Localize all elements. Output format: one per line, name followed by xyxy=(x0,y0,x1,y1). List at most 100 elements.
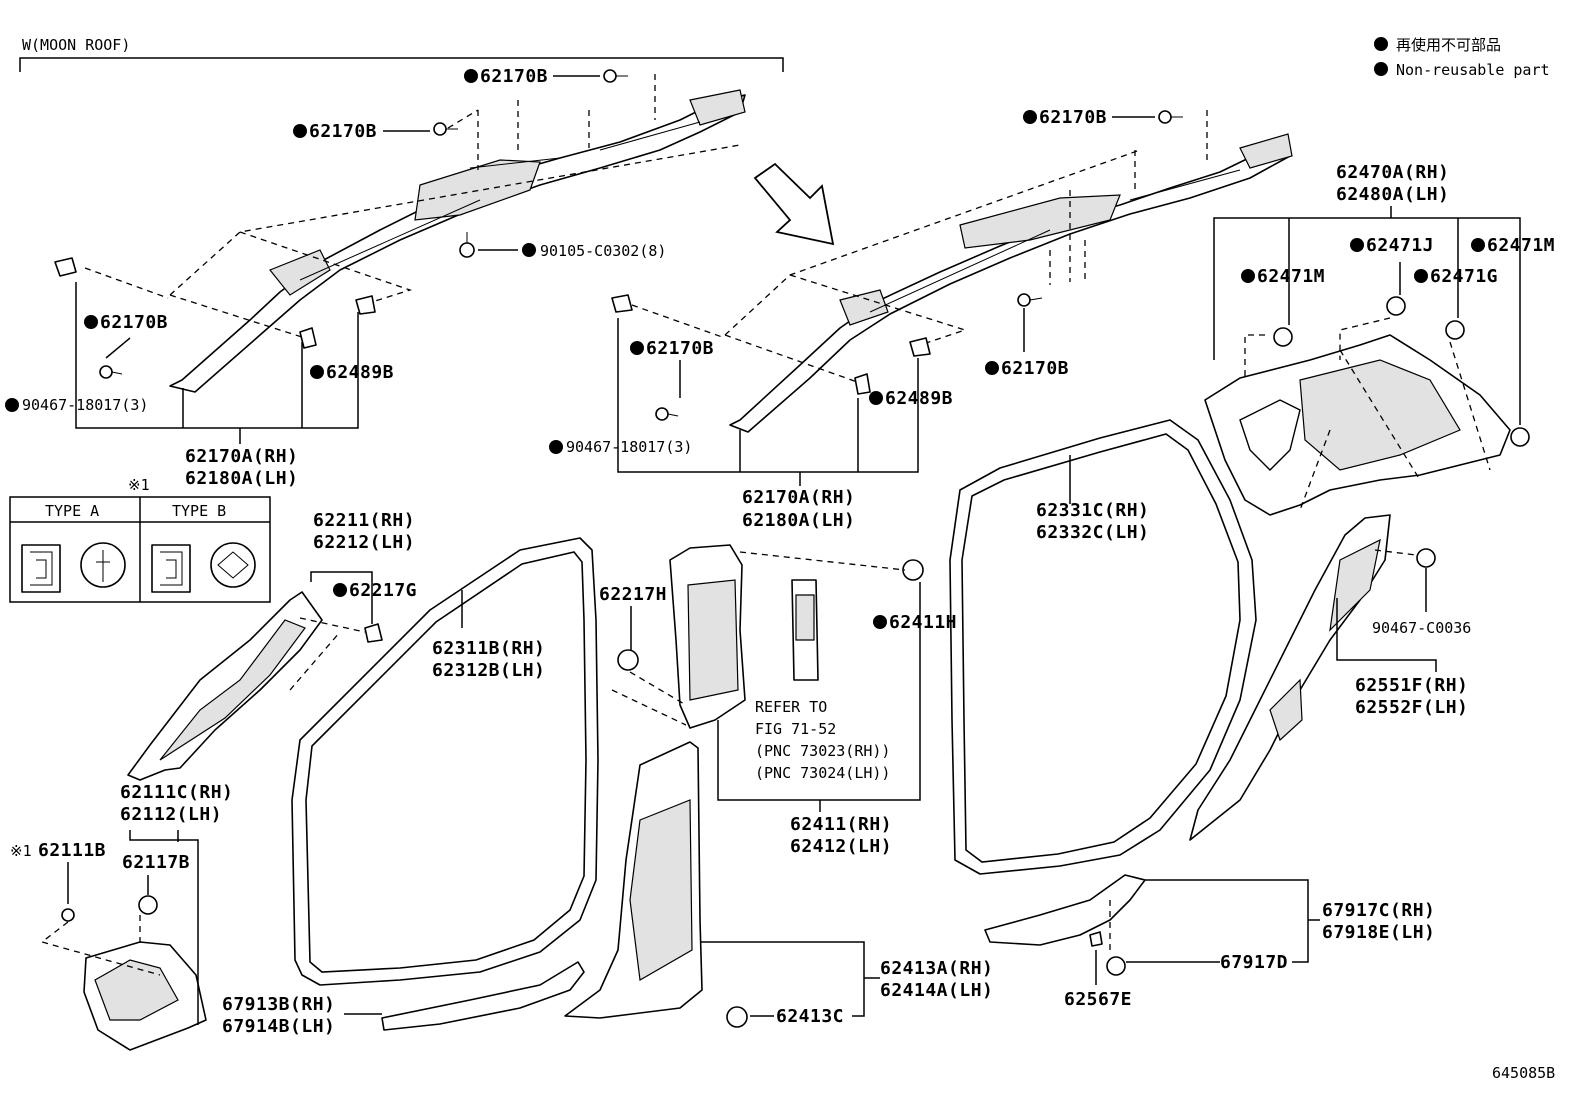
type-b-header: TYPE B xyxy=(172,502,226,520)
label-62170B-5: 62170B xyxy=(646,338,714,359)
label-62471G: 62471G xyxy=(1430,266,1498,287)
clip-62567E xyxy=(1089,931,1103,947)
label-62331C: 62331C(RH) xyxy=(1036,500,1149,521)
label-62170A-1: 62170A(RH) xyxy=(185,446,298,467)
center-pillar-upper-garnish xyxy=(669,544,746,729)
label-90467-2: 90467-18017(3) xyxy=(566,438,692,456)
label-62411: 62411(RH) xyxy=(790,814,892,835)
clip-62217H xyxy=(617,649,639,671)
rear-scuff-plate xyxy=(984,874,1146,946)
push-clip-type-b-icon xyxy=(151,542,256,593)
bolt-62170B-a xyxy=(603,69,628,83)
clip-62413C xyxy=(726,1006,748,1028)
legend-dot-2 xyxy=(1374,62,1388,76)
clip-62471J xyxy=(1386,296,1406,316)
front-door-weatherstrip xyxy=(291,537,599,986)
clip-62471M-b xyxy=(1510,427,1530,447)
clip-62471G xyxy=(1445,320,1465,340)
label-62180A-2: 62180A(LH) xyxy=(742,510,855,531)
label-62471M-1: 62471M xyxy=(1257,266,1325,287)
label-62217H: 62217H xyxy=(599,584,667,605)
label-62551F: 62551F(RH) xyxy=(1355,675,1468,696)
clip-62471M-a xyxy=(1273,327,1293,347)
bolt-62170B-b xyxy=(433,122,458,136)
label-62413A: 62413A(RH) xyxy=(880,958,993,979)
seatbelt-adjuster-ref xyxy=(791,579,819,681)
clip-62117B xyxy=(138,895,158,915)
label-62332C: 62332C(LH) xyxy=(1036,522,1149,543)
rear-door-weatherstrip xyxy=(949,419,1257,875)
curtain-airbag-standard xyxy=(729,133,1293,433)
bolt-90467-right xyxy=(655,407,679,421)
label-62180A-1: 62180A(LH) xyxy=(185,468,298,489)
label-62471J: 62471J xyxy=(1366,235,1434,256)
front-scuff-plate xyxy=(381,961,585,1031)
rear-pillar-lower-garnish xyxy=(1189,514,1391,841)
bolt-90467-left xyxy=(99,365,123,379)
label-62312B: 62312B(LH) xyxy=(432,660,545,681)
variant-bracket xyxy=(19,57,784,72)
curtain-airbag-moonroof xyxy=(169,89,746,393)
clip-67917D xyxy=(1106,956,1126,976)
clip-62411H xyxy=(902,559,924,581)
clip-type-table xyxy=(9,496,271,603)
label-62471M-2: 62471M xyxy=(1487,235,1555,256)
label-62552F: 62552F(LH) xyxy=(1355,697,1468,718)
label-refer-4: (PNC 73024(LH)) xyxy=(755,764,890,782)
label-67918E: 67918E(LH) xyxy=(1322,922,1435,943)
legend-jp: 再使用不可部品 xyxy=(1396,36,1501,54)
label-62170A-2: 62170A(RH) xyxy=(742,487,855,508)
roof-side-inner-garnish xyxy=(1204,334,1511,516)
bolt-62170B-c xyxy=(1158,110,1183,124)
label-62117B: 62117B xyxy=(122,852,190,873)
label-62170B-4: 62170B xyxy=(1039,107,1107,128)
label-62170B-6: 62170B xyxy=(1001,358,1069,379)
label-refer-3: (PNC 73023(RH)) xyxy=(755,742,890,760)
clip-upper-left-2 xyxy=(611,294,633,313)
type-a-header: TYPE A xyxy=(45,502,99,520)
label-62111C: 62111C(RH) xyxy=(120,782,233,803)
label-90467-C0036: 90467-C0036 xyxy=(1372,619,1471,637)
label-62470A: 62470A(RH) xyxy=(1336,162,1449,183)
variant-label: W(MOON ROOF) xyxy=(22,36,130,54)
clip-62217G xyxy=(364,623,383,643)
clip-upper-left xyxy=(54,257,77,277)
label-62217G: 62217G xyxy=(349,580,417,601)
label-62112: 62112(LH) xyxy=(120,804,222,825)
legend-dot-1 xyxy=(1374,37,1388,51)
label-67917D: 67917D xyxy=(1220,952,1288,973)
label-62170B-2: 62170B xyxy=(309,121,377,142)
label-62311B: 62311B(RH) xyxy=(432,638,545,659)
label-refer-2: FIG 71-52 xyxy=(755,720,836,738)
label-67917C: 67917C(RH) xyxy=(1322,900,1435,921)
front-pillar-garnish xyxy=(127,591,323,781)
label-62170B-3: 62170B xyxy=(100,312,168,333)
legend-en: Non-reusable part xyxy=(1396,61,1550,79)
label-90105: 90105-C0302(8) xyxy=(540,242,666,260)
label-62413C: 62413C xyxy=(776,1006,844,1027)
figure-code: 645085B xyxy=(1492,1064,1555,1082)
label-62170B-1: 62170B xyxy=(480,66,548,87)
label-67914B: 67914B(LH) xyxy=(222,1016,335,1037)
bolt-62170B-d xyxy=(1017,293,1043,307)
clip-62111B xyxy=(61,908,75,922)
label-62489B-1: 62489B xyxy=(326,362,394,383)
label-62411H: 62411H xyxy=(889,612,957,633)
clip-upper-mid xyxy=(355,295,376,315)
label-67913B: 67913B(RH) xyxy=(222,994,335,1015)
label-62111B-marker: ※1 xyxy=(10,842,32,860)
clip-90467-C0036 xyxy=(1416,548,1436,568)
label-62211: 62211(RH) xyxy=(313,510,415,531)
label-62489B-2: 62489B xyxy=(885,388,953,409)
arrow-icon xyxy=(753,162,835,246)
label-62111B: 62111B xyxy=(38,840,106,861)
label-refer-1: REFER TO xyxy=(755,698,827,716)
label-62480A: 62480A(LH) xyxy=(1336,184,1449,205)
label-62212: 62212(LH) xyxy=(313,532,415,553)
center-pillar-lower-garnish xyxy=(564,741,703,1019)
push-clip-type-a-icon xyxy=(21,542,126,593)
clip-62489B-right xyxy=(854,373,871,395)
label-62567E: 62567E xyxy=(1064,989,1132,1010)
bolt-90105 xyxy=(459,232,475,258)
